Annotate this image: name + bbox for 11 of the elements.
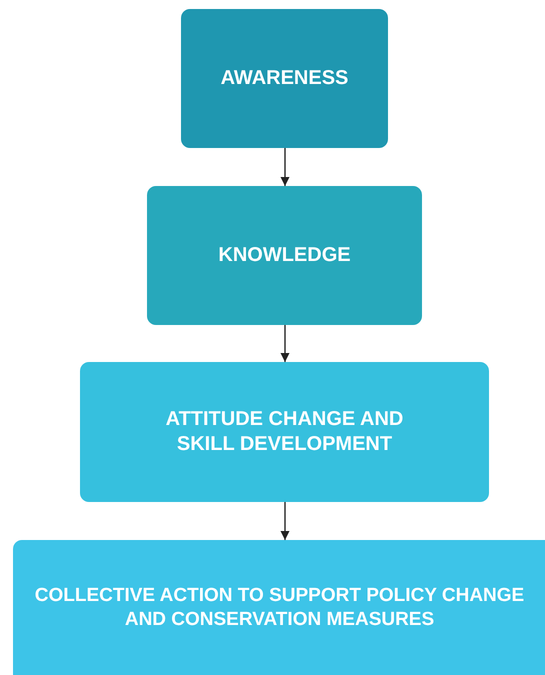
box-label: KNOWLEDGE <box>218 243 351 268</box>
box-label: ATTITUDE CHANGE AND SKILL DEVELOPMENT <box>164 407 404 457</box>
arrow <box>280 148 290 186</box>
box-label: AWARENESS <box>220 66 348 91</box>
box-label: COLLECTIVE ACTION TO SUPPORT POLICY CHANGE AND CONSERVATION MEASURES <box>34 584 526 632</box>
arrow <box>280 325 290 362</box>
arrow <box>280 502 290 540</box>
process-box <box>147 186 422 325</box>
process-box <box>181 9 388 148</box>
process-box <box>13 540 545 675</box>
process-box <box>80 362 489 502</box>
